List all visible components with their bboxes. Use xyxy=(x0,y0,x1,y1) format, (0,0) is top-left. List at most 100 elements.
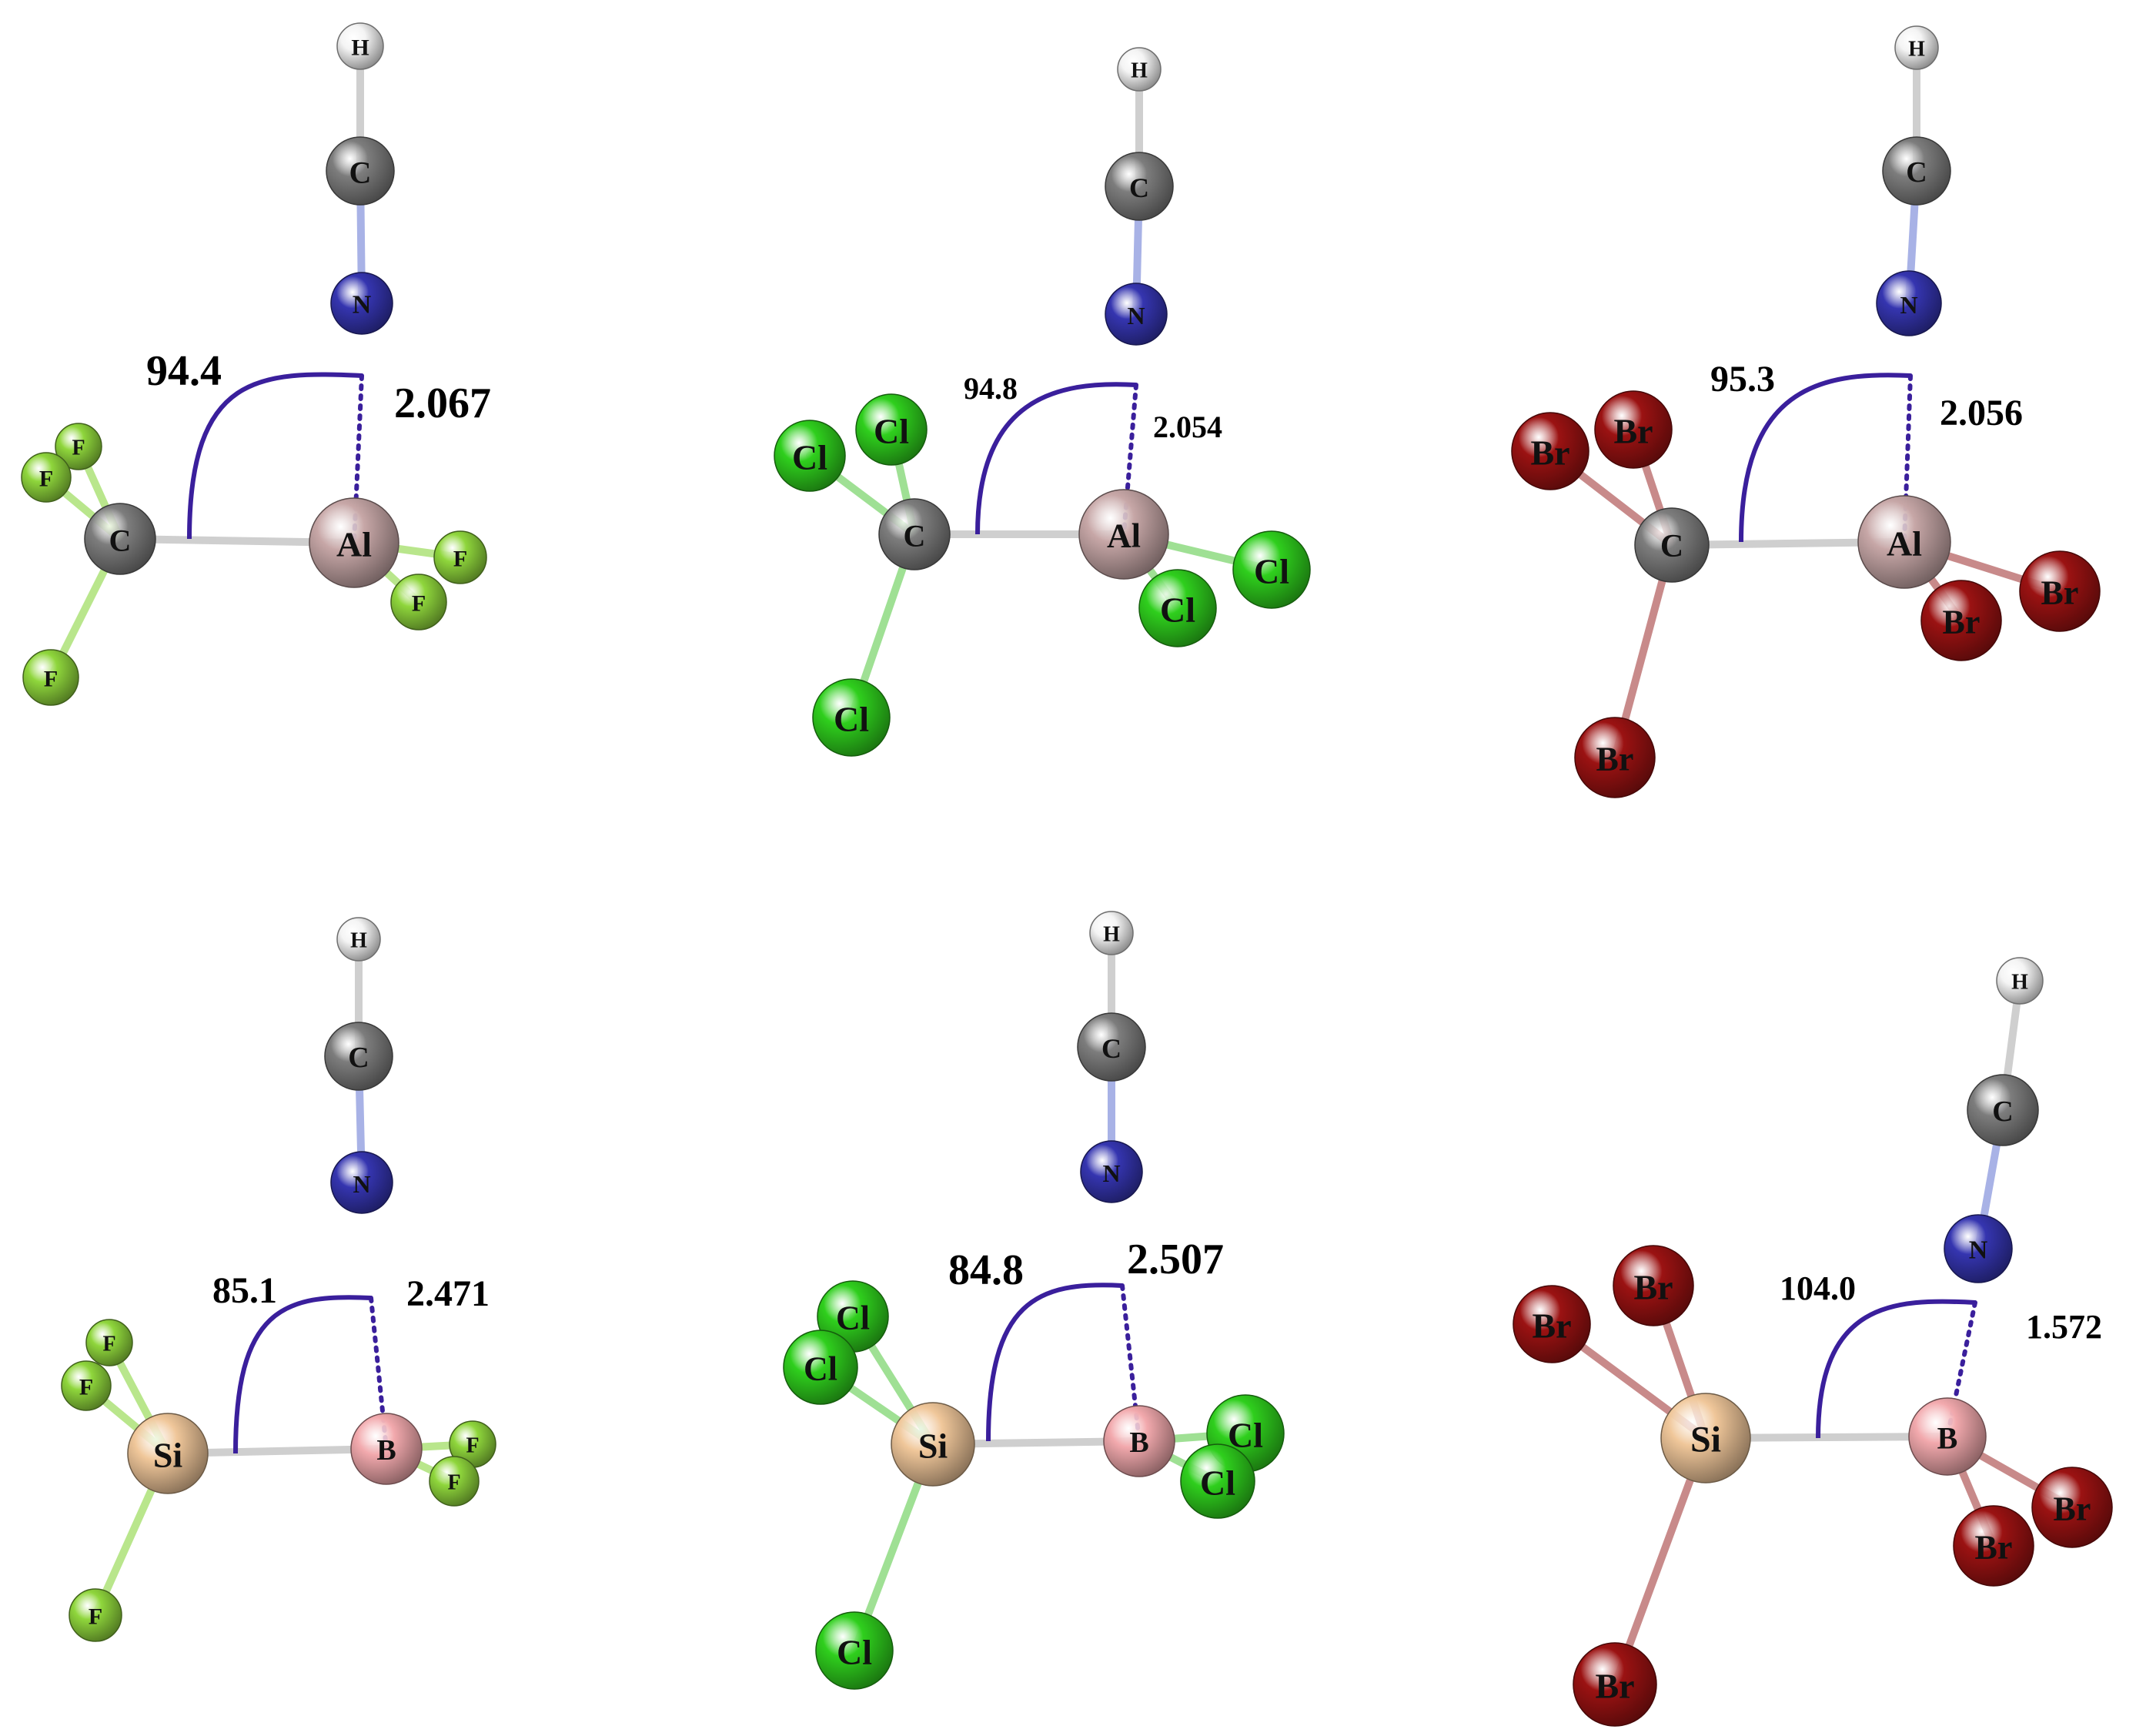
atom-br: Br xyxy=(1513,1285,1591,1363)
atom-sphere xyxy=(390,574,447,631)
atom-label: H xyxy=(1103,923,1120,947)
atom-label: H xyxy=(351,35,369,61)
atom-c: C xyxy=(326,136,395,206)
atom-cl: Cl xyxy=(855,393,928,466)
atom-si: Si xyxy=(127,1413,209,1494)
atom-br: Br xyxy=(1613,1245,1694,1326)
interaction-distance-value: 2.054 xyxy=(1153,410,1222,444)
interaction-distance-value: 1.572 xyxy=(2026,1308,2102,1346)
atom-sphere xyxy=(55,423,102,470)
atom-label: C xyxy=(1906,156,1927,189)
atom-label: Br xyxy=(1975,1529,2013,1567)
atom-al: Al xyxy=(309,497,399,588)
atom-sphere xyxy=(1882,136,1951,206)
bond-angle-arc xyxy=(233,1295,372,1454)
atom-sphere xyxy=(429,1456,480,1507)
atom-label: Al xyxy=(1107,517,1141,555)
atom-f: F xyxy=(21,452,72,503)
atom-label: Br xyxy=(1943,604,1981,641)
atom-sphere xyxy=(127,1413,209,1494)
atom-br: Br xyxy=(1573,1642,1657,1727)
atom-sphere xyxy=(783,1330,858,1405)
atom-sphere xyxy=(1876,270,1942,336)
atom-sphere xyxy=(1634,507,1710,583)
bond-angle-arc xyxy=(1739,373,1911,543)
atom-sphere xyxy=(1660,1393,1751,1483)
atom-sphere xyxy=(1138,569,1217,647)
atom-label: Br xyxy=(1595,1667,1634,1706)
bond-angle-arc xyxy=(1816,1299,1976,1439)
atom-sphere xyxy=(336,22,384,70)
atom-sphere xyxy=(330,1151,393,1214)
atom-label: F xyxy=(453,547,467,572)
atom-br: Br xyxy=(1574,717,1656,798)
atom-h: H xyxy=(336,917,381,962)
atom-cl: Cl xyxy=(783,1330,858,1405)
atom-c: C xyxy=(1077,1012,1146,1082)
atom-sphere xyxy=(1944,1214,2013,1283)
atom-si: Si xyxy=(891,1402,975,1487)
atom-label: Br xyxy=(1530,433,1569,473)
atom-label: Br xyxy=(1532,1306,1571,1346)
atom-label: Si xyxy=(918,1427,948,1466)
atom-label: C xyxy=(1660,529,1683,564)
atom-label: Br xyxy=(1596,741,1634,778)
atom-h: H xyxy=(1117,47,1162,92)
atom-label: F xyxy=(39,467,53,492)
atom-label: C xyxy=(349,156,372,190)
atom-sphere xyxy=(1573,1642,1657,1727)
atom-c: C xyxy=(84,503,156,575)
atom-n: N xyxy=(330,272,393,335)
bond-angle-value: 94.4 xyxy=(146,347,222,395)
interaction-distance-value: 2.507 xyxy=(1127,1236,1224,1283)
atom-c: C xyxy=(878,498,951,570)
atom-sphere xyxy=(1105,152,1174,221)
atom-label: Al xyxy=(336,525,372,564)
atom-c: C xyxy=(324,1022,393,1091)
atom-n: N xyxy=(330,1151,393,1214)
atom-label: Cl xyxy=(874,412,909,451)
atom-label: Cl xyxy=(836,1299,870,1337)
atom-label: F xyxy=(44,667,58,692)
atom-n: N xyxy=(1080,1140,1143,1203)
atom-cl: Cl xyxy=(812,678,891,757)
atom-label: N xyxy=(353,1170,370,1198)
atom-sphere xyxy=(1894,25,1939,70)
atom-label: Cl xyxy=(837,1633,872,1672)
atom-label: C xyxy=(1992,1095,2013,1128)
interaction-distance-value: 2.056 xyxy=(1940,393,2023,433)
atom-sphere xyxy=(1105,283,1168,346)
atom-br: Br xyxy=(1920,580,2002,661)
interaction-distance-value: 2.471 xyxy=(406,1273,490,1314)
atom-label: F xyxy=(79,1375,93,1400)
atom-br: Br xyxy=(1511,412,1589,490)
atom-sphere xyxy=(878,498,951,570)
atom-label: F xyxy=(412,591,426,617)
atom-sphere xyxy=(2019,550,2101,632)
atom-f: F xyxy=(69,1588,122,1642)
atom-label: N xyxy=(353,291,372,319)
atom-sphere xyxy=(1089,911,1134,955)
atom-sphere xyxy=(326,136,395,206)
atom-b: B xyxy=(350,1413,423,1485)
atom-label: Si xyxy=(153,1436,183,1475)
atom-f: F xyxy=(61,1360,112,1411)
atom-sphere xyxy=(69,1588,122,1642)
atom-sphere xyxy=(1080,1140,1143,1203)
atom-sphere xyxy=(85,1319,133,1366)
atom-sphere xyxy=(812,678,891,757)
atom-cl: Cl xyxy=(774,420,846,492)
atom-sphere xyxy=(815,1611,894,1690)
atom-sphere xyxy=(350,1413,423,1485)
atom-f: F xyxy=(433,530,487,584)
atom-label: F xyxy=(89,1604,102,1630)
interaction-distance-value: 2.067 xyxy=(394,380,491,427)
atom-label: Cl xyxy=(834,700,869,739)
